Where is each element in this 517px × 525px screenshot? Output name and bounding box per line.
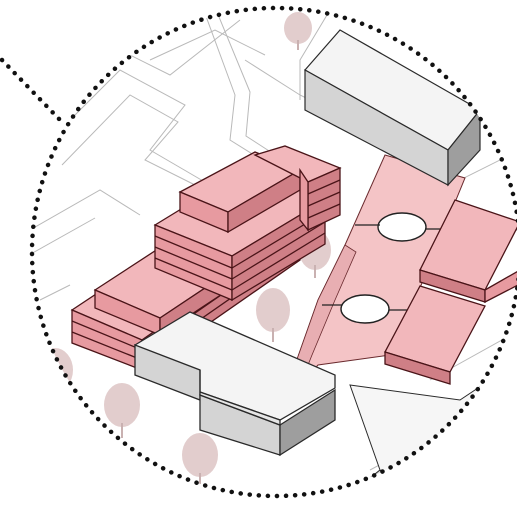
dotted-leader-line bbox=[2, 60, 62, 122]
existing-building-east bbox=[350, 360, 517, 525]
tree-3 bbox=[256, 288, 290, 342]
lens-content bbox=[20, 0, 517, 525]
tree-1 bbox=[284, 12, 312, 50]
existing-building-south bbox=[135, 312, 335, 455]
tree-5 bbox=[104, 383, 140, 438]
